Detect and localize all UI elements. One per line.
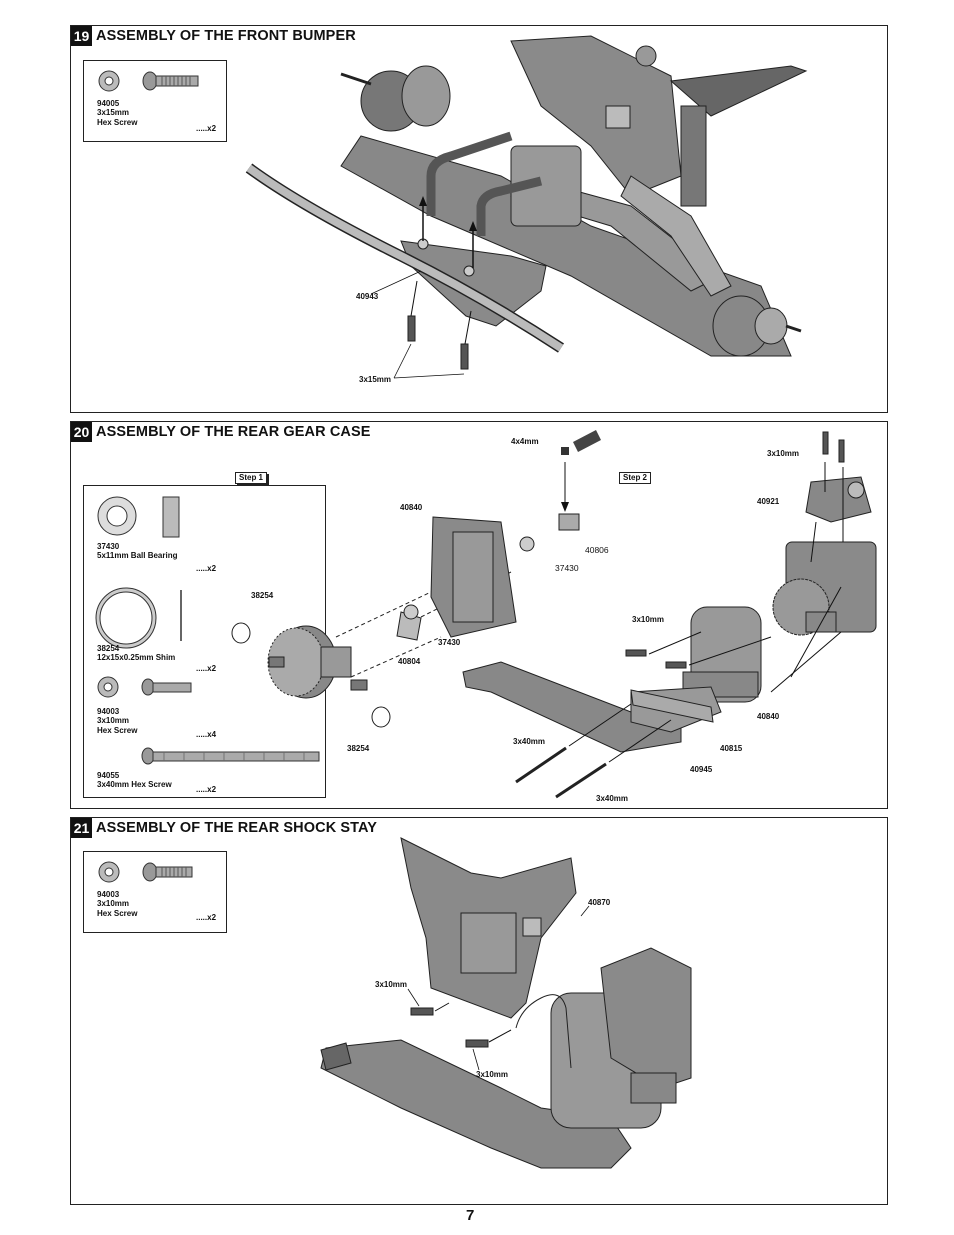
step-title: ASSEMBLY OF THE REAR GEAR CASE <box>96 424 371 440</box>
parts-box: 94005 3x15mm Hex Screw .....x2 <box>83 60 227 142</box>
step-number: 20 <box>71 422 92 442</box>
step-number: 21 <box>71 818 92 838</box>
part-code: 37430 <box>97 542 120 551</box>
callout-side-screw: 3x10mm <box>632 615 665 624</box>
callout-screw-a: 3x10mm <box>375 980 408 989</box>
part-quantity: .....x2 <box>196 564 217 573</box>
callout-shock-stay: 40870 <box>588 898 611 907</box>
parts-box: 94003 3x10mm Hex Screw .....x2 <box>83 851 227 933</box>
front-bumper-diagram <box>245 35 808 379</box>
part-code: 94003 <box>97 890 120 899</box>
step-number: 19 <box>71 26 92 46</box>
part-description: 3x10mm Hex Screw <box>97 899 138 918</box>
callout-spider: 40804 <box>398 657 421 666</box>
callout-long-screw-b: 3x40mm <box>596 794 629 803</box>
callout-bearing-b: 37430 <box>555 563 579 573</box>
part-description: 3x40mm Hex Screw <box>97 780 172 789</box>
part-description: 12x15x0.25mm Shim <box>97 653 176 662</box>
callout-long-screw-a: 3x40mm <box>513 737 546 746</box>
step-19-panel: 19 ASSEMBLY OF THE FRONT BUMPER 94005 3x… <box>70 25 888 413</box>
part-quantity: .....x2 <box>196 124 217 133</box>
callout-set-screw: 4x4mm <box>511 437 539 446</box>
part-code: 94055 <box>97 771 120 780</box>
callout-bumper: 40943 <box>356 292 379 301</box>
callout-mount: 40921 <box>757 497 780 506</box>
rear-gear-case-diagram <box>231 430 877 799</box>
substep-2-tag: Step 2 <box>619 472 652 484</box>
step-title: ASSEMBLY OF THE FRONT BUMPER <box>96 28 356 44</box>
step-title: ASSEMBLY OF THE REAR SHOCK STAY <box>96 820 378 836</box>
callout-spacer: 40815 <box>720 744 743 753</box>
part-code: 94005 <box>97 99 120 108</box>
part-description: 3x15mm Hex Screw <box>97 108 138 127</box>
part-quantity: .....x2 <box>196 913 217 922</box>
callout-shim-bottom: 38254 <box>347 744 370 753</box>
step-20-panel: 20 ASSEMBLY OF THE REAR GEAR CASE Step 1… <box>70 421 888 809</box>
callout-screw: 3x15mm <box>359 375 392 384</box>
callout-mount-top-screw: 3x10mm <box>767 449 800 458</box>
page-number: 7 <box>466 1207 475 1224</box>
callout-gearcase-right: 40840 <box>757 712 780 721</box>
callout-screw-b: 3x10mm <box>476 1070 509 1079</box>
callout-pin: 40806 <box>585 545 609 555</box>
part-code: 38254 <box>97 644 120 653</box>
part-quantity: .....x4 <box>196 730 217 739</box>
substep-1-tag: Step 1 <box>235 472 268 484</box>
callout-rail: 40945 <box>690 765 713 774</box>
callout-bearing-a: 37430 <box>438 638 461 647</box>
part-code: 94003 <box>97 707 120 716</box>
part-description: 3x10mm Hex Screw <box>97 716 138 735</box>
callout-gearcase-left: 40840 <box>400 503 423 512</box>
part-quantity: .....x2 <box>196 664 217 673</box>
callout-shim-top: 38254 <box>251 591 274 600</box>
rear-shock-stay-diagram <box>320 837 692 1169</box>
step-21-panel: 21 ASSEMBLY OF THE REAR SHOCK STAY 94003… <box>70 817 888 1205</box>
washer-and-screw-illustration <box>98 861 193 883</box>
washer-and-screw-illustration <box>98 70 199 92</box>
part-description: 5x11mm Ball Bearing <box>97 551 178 560</box>
parts-illustration <box>95 496 320 765</box>
part-quantity: .....x2 <box>196 785 217 794</box>
